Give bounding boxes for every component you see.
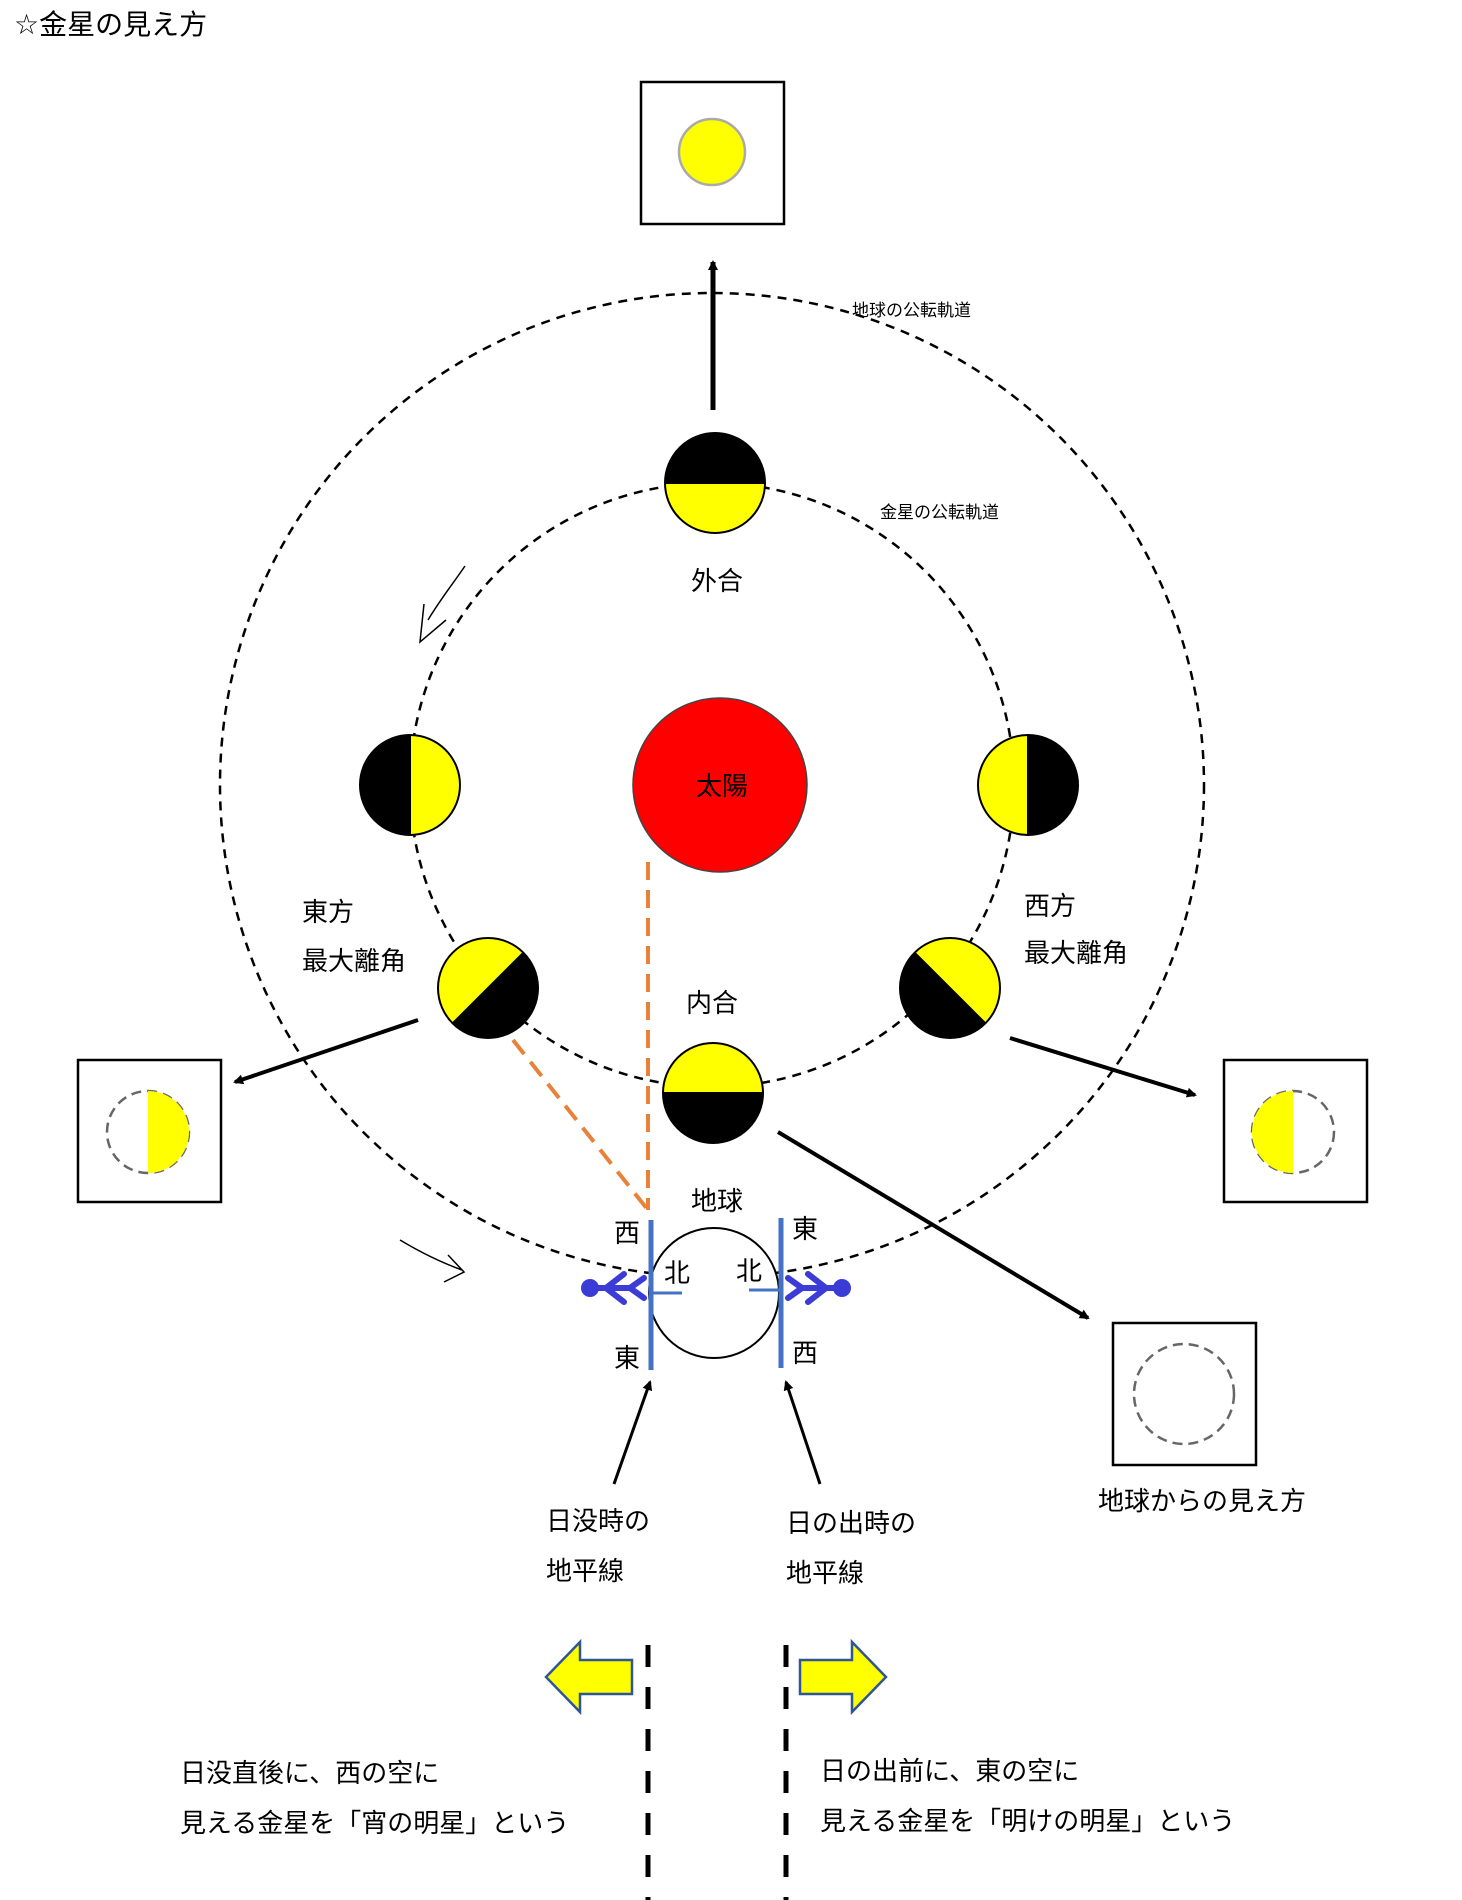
venus-left [359,734,461,836]
arrow-sunrise-horizon [783,1380,822,1485]
evening-star-text-1: 日没直後に、西の空に [180,1759,439,1789]
sunrise-horizon-label-2: 地平線 [786,1559,864,1589]
direction-east-right: 東 [792,1215,818,1245]
arrow-to-right-view [1009,1036,1197,1098]
view-from-earth-label: 地球からの見え方 [1098,1487,1306,1517]
sunset-horizon-label-1: 日没時の [546,1507,650,1537]
arrow-left-icon [544,1638,634,1716]
venus-greatest-elongation-west [899,937,1001,1039]
venus-right [977,734,1079,836]
greatest-elongation-west-label-1: 西方 [1024,892,1076,922]
inferior-conjunction-label: 内合 [686,989,738,1019]
direction-west-right: 西 [792,1339,818,1369]
arrow-to-left-view [233,1018,419,1085]
view-west-venus [1252,1091,1293,1173]
arrow-to-new-view [776,1130,1090,1320]
evening-star-text-2: 見える金星を「宵の明星」という [180,1809,569,1839]
arrow-right-icon [798,1638,888,1716]
person-icon [581,1271,647,1305]
direction-north-right: 北 [736,1257,762,1287]
page-title: ☆金星の見え方 [14,8,207,41]
direction-north-left: 北 [664,1259,690,1289]
orbit-direction-arrow-lower [399,1239,466,1283]
sunrise-horizon-label-1: 日の出時の [786,1509,916,1539]
earth-orbit-label: 地球の公転軌道 [852,301,971,321]
venus-orbit-label: 金星の公転軌道 [880,503,999,523]
view-box-west [1222,1058,1369,1204]
direction-east-left: 東 [614,1344,640,1374]
orbit-direction-arrow-upper [419,565,466,644]
view-box-new [1111,1321,1258,1467]
direction-west-left: 西 [614,1219,640,1249]
greatest-elongation-east-label-1: 東方 [302,898,354,928]
superior-conjunction-label: 外合 [691,567,743,597]
venus-superior-conjunction [664,432,766,534]
sun [632,697,808,873]
view-full-venus [677,117,747,187]
venus-inferior-conjunction [662,1042,764,1144]
earth-label: 地球 [691,1187,743,1217]
morning-star-text-2: 見える金星を「明けの明星」という [820,1807,1235,1837]
arrow-sunset-horizon [612,1380,653,1485]
view-new-outline [1132,1342,1236,1446]
sightline-east-elongation [511,1038,650,1212]
sun-label: 太陽 [696,772,748,802]
view-east-venus [148,1091,189,1173]
sunset-horizon-label-2: 地平線 [546,1557,624,1587]
person-icon [785,1271,851,1305]
venus-greatest-elongation-east [437,937,539,1039]
morning-star-text-1: 日の出前に、東の空に [820,1757,1079,1787]
greatest-elongation-east-label-2: 最大離角 [302,947,406,977]
greatest-elongation-west-label-2: 最大離角 [1024,939,1128,969]
